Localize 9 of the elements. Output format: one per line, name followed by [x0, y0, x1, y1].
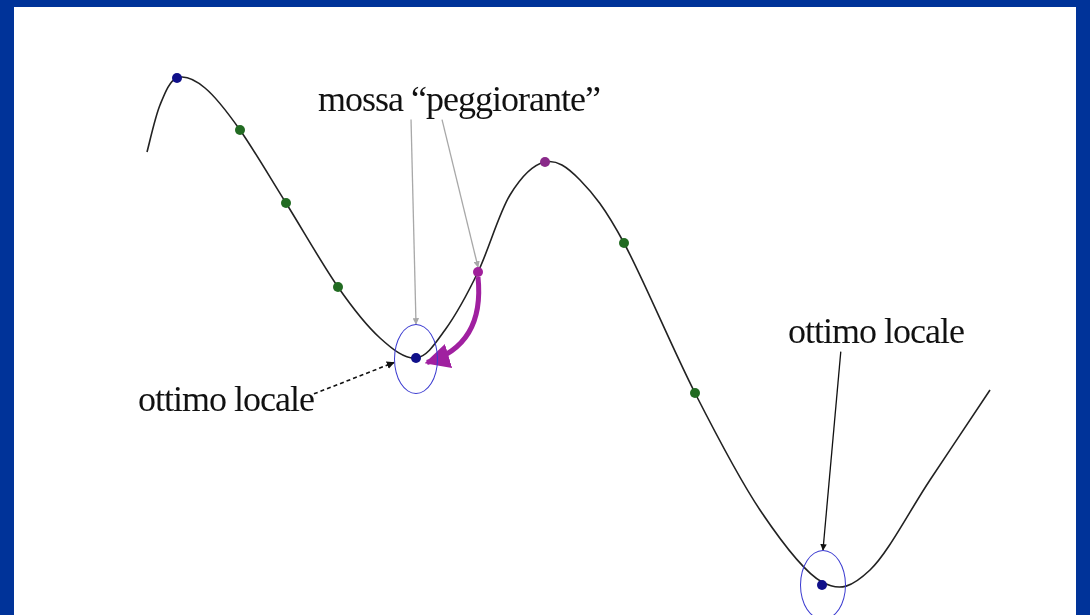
leader-arrow — [441, 118, 480, 268]
leader-arrow — [313, 361, 395, 395]
callout-label: ottimo locale — [788, 312, 964, 352]
leader-arrow — [820, 350, 842, 551]
leader-arrow — [410, 118, 420, 325]
callout-label: ottimo locale — [138, 380, 314, 420]
callout-label: mossa “peggiorante” — [318, 80, 600, 120]
move-arrow — [424, 276, 482, 367]
point-marker — [473, 267, 483, 277]
